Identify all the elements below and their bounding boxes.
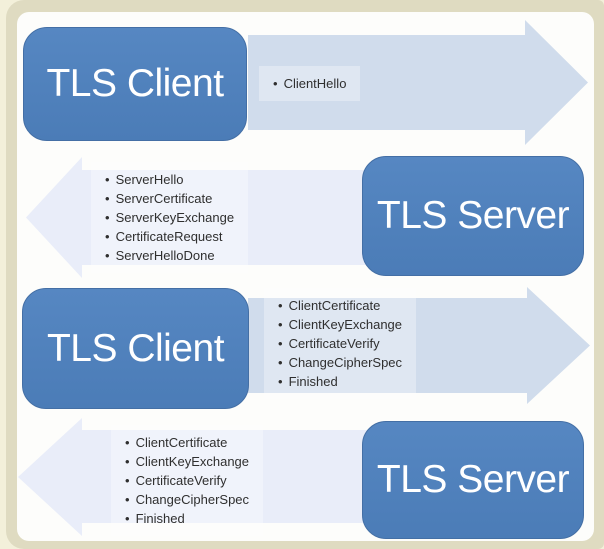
right-arrow-2 [248,287,590,404]
message-item: • CertificateVerify [125,471,249,490]
message-text: ClientKeyExchange [135,454,250,469]
message-item: • ServerHello [105,170,234,189]
bullet-glyph: • [105,191,110,206]
message-item: • CertificateRequest [105,227,234,246]
bullet-glyph: • [278,374,283,389]
message-item: • ServerHelloDone [105,246,234,265]
bullet-glyph: • [125,473,130,488]
message-text: ClientCertificate [135,435,228,450]
message-text: CertificateVerify [135,473,227,488]
bullet-glyph: • [273,76,278,91]
tls-client-node-1: TLS Client [23,27,247,141]
message-item: • ChangeCipherSpec [125,490,249,509]
message-item: • Finished [278,372,402,391]
bullet-glyph: • [105,229,110,244]
node-label: TLS Client [46,326,225,370]
message-text: ServerCertificate [115,191,213,206]
message-item: • CertificateVerify [278,334,402,353]
message-list-3: • ClientCertificate • ClientKeyExchange … [264,288,417,399]
bullet-glyph: • [105,172,110,187]
message-text: ServerHelloDone [115,248,215,263]
message-text: ChangeCipherSpec [288,355,403,370]
bullet-glyph: • [278,336,283,351]
node-label: TLS Server [376,194,570,237]
message-text: CertificateVerify [288,336,380,351]
message-item: • ChangeCipherSpec [278,353,402,372]
message-text: Finished [135,511,185,526]
message-item: • Finished [125,509,249,528]
tls-server-node-2: TLS Server [362,421,584,539]
message-item: • ClientKeyExchange [125,452,249,471]
bullet-glyph: • [125,492,130,507]
bullet-glyph: • [278,355,283,370]
message-item: • ClientKeyExchange [278,315,402,334]
right-arrow-1 [248,20,588,145]
tls-client-node-2: TLS Client [22,288,249,409]
message-text: ServerHello [115,172,184,187]
bullet-glyph: • [105,210,110,225]
message-text: CertificateRequest [115,229,223,244]
message-list-1: • ClientHello [259,66,361,101]
message-text: ClientCertificate [288,298,381,313]
message-item: • ClientCertificate [278,296,402,315]
message-list-4: • ClientCertificate • ClientKeyExchange … [111,425,264,536]
bullet-glyph: • [278,298,283,313]
message-text: ClientKeyExchange [288,317,403,332]
message-text: ChangeCipherSpec [135,492,250,507]
message-list-2: • ServerHello • ServerCertificate • Serv… [91,162,249,273]
tls-server-node-1: TLS Server [362,156,584,276]
message-item: • ServerKeyExchange [105,208,234,227]
message-item: • ServerCertificate [105,189,234,208]
bullet-glyph: • [125,454,130,469]
node-label: TLS Server [376,458,570,501]
bullet-glyph: • [125,511,130,526]
bullet-glyph: • [125,435,130,450]
message-item: • ClientCertificate [125,433,249,452]
message-item: • ClientHello [273,74,346,93]
message-text: ServerKeyExchange [115,210,235,225]
node-label: TLS Client [46,62,224,105]
bullet-glyph: • [105,248,110,263]
message-text: Finished [288,374,338,389]
message-text: ClientHello [283,76,347,91]
bullet-glyph: • [278,317,283,332]
